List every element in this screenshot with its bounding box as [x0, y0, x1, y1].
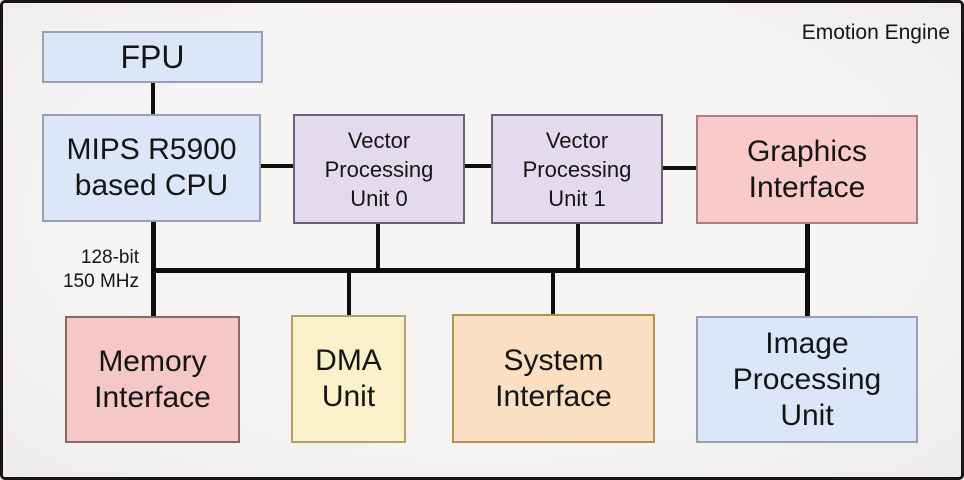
node-memory-interface: Memory Interface [65, 316, 240, 443]
connector-vpu0-vpu1 [465, 164, 491, 168]
connector-vpu1-bus [576, 224, 580, 269]
node-system-interface: System Interface [452, 314, 655, 443]
connector-bus-dma [347, 273, 351, 315]
connector-bus-system [551, 273, 555, 314]
connector-fpu-cpu [151, 83, 155, 114]
node-vector-unit-1: Vector Processing Unit 1 [491, 114, 663, 224]
node-image-processing-unit: Image Processing Unit [696, 316, 918, 443]
main-bus-line [151, 268, 810, 273]
node-graphics-interface: Graphics Interface [696, 115, 918, 224]
node-dma-unit: DMA Unit [291, 315, 406, 443]
diagram-title: Emotion Engine [801, 21, 950, 44]
connector-vpu0-bus [376, 224, 380, 269]
connector-vpu1-graphics [663, 166, 696, 170]
bus-speed-label: 128-bit 150 MHz [62, 247, 139, 292]
node-fpu: FPU [42, 31, 263, 83]
node-mips-cpu: MIPS R5900 based CPU [42, 114, 261, 222]
node-vector-unit-0: Vector Processing Unit 0 [293, 114, 465, 224]
connector-cpu-vpu0 [261, 164, 293, 168]
